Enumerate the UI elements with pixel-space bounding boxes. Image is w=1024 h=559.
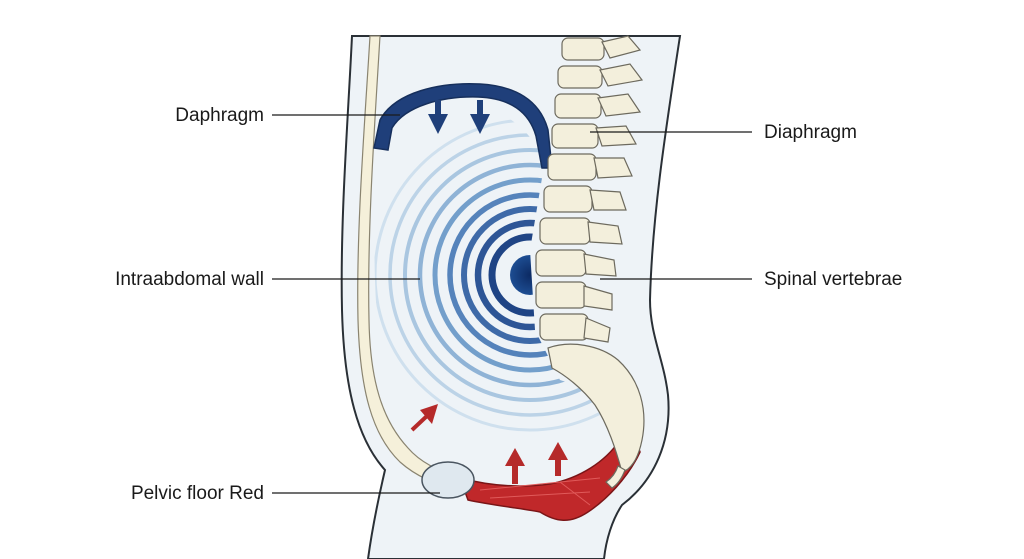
label-pelvic-floor: Pelvic floor Red — [131, 483, 264, 504]
pelvic-floor-muscle — [458, 428, 641, 521]
label-intraabdomal-wall: Intraabdomal wall — [115, 269, 264, 290]
arrow-down-icon — [428, 100, 448, 134]
pelvic-floor-fibres — [479, 477, 601, 506]
label-spinal-vertebrae: Spinal vertebrae — [764, 269, 902, 290]
sacrum — [547, 343, 645, 473]
pubic-bone — [421, 461, 475, 499]
spinal-column — [535, 35, 645, 489]
arrow-up-icon — [505, 448, 525, 484]
label-daphragm: Daphragm — [175, 105, 264, 126]
arrow-up-icon — [548, 442, 568, 476]
arrow-down-icon — [470, 100, 490, 134]
arrow-up-icon — [410, 404, 438, 432]
label-diaphragm: Diaphragm — [764, 122, 857, 143]
